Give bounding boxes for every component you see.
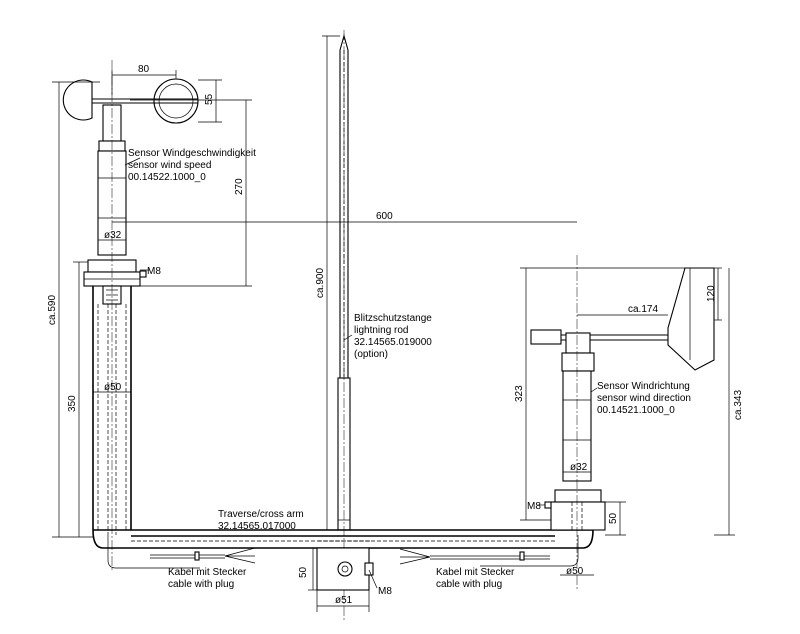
dim-rod-height: ca.900 <box>315 268 326 298</box>
wind-speed-sensor <box>62 60 199 570</box>
label-thread-left: M8 <box>147 266 161 277</box>
label-lightning-rod-4: (option) <box>354 349 388 360</box>
wind-direction-sensor <box>530 255 715 590</box>
dim-lower-left: 350 <box>67 395 78 412</box>
dim-arm-length: 600 <box>376 211 393 222</box>
dim-pole-diameter-right: ø32 <box>570 462 588 473</box>
label-wind-speed-2: sensor wind speed <box>128 160 211 171</box>
dimension-lines <box>52 35 735 612</box>
dim-vane-height: 120 <box>706 285 717 302</box>
labels: Sensor Windgeschwindigkeit sensor wind s… <box>128 148 691 597</box>
dim-sensor-height: 270 <box>234 178 245 195</box>
dim-mount-diameter-left: ø50 <box>104 382 122 393</box>
label-wind-speed-1: Sensor Windgeschwindigkeit <box>128 148 256 159</box>
dim-cup-spacing: 80 <box>138 64 150 75</box>
label-cross-arm-2: 32.14565.017000 <box>218 521 296 532</box>
label-cable-left-1: Kabel mit Stecker <box>168 567 247 578</box>
label-lightning-rod-1: Blitzschutzstange <box>354 313 432 324</box>
label-thread-center: M8 <box>378 586 392 597</box>
dim-mount-diameter-right: ø50 <box>566 566 584 577</box>
label-wind-direction-3: 00.14521.1000_0 <box>597 405 675 416</box>
dim-overall-right: ca.343 <box>733 390 744 420</box>
label-lightning-rod-3: 32.14565.019000 <box>354 337 432 348</box>
lightning-rod <box>337 30 351 620</box>
dim-center-block-height: 50 <box>298 566 309 578</box>
anemometer-cup-right <box>153 78 199 124</box>
label-cable-left-2: cable with plug <box>168 579 234 590</box>
dim-center-block-diameter: ø51 <box>335 595 353 606</box>
label-cable-right-1: Kabel mit Stecker <box>436 567 515 578</box>
label-wind-speed-3: 00.14522.1000_0 <box>128 172 206 183</box>
dim-base-height-right: 50 <box>608 512 619 524</box>
label-wind-direction-2: sensor wind direction <box>597 393 691 404</box>
label-thread-right: M8 <box>527 501 541 512</box>
dim-dir-sensor-height: 323 <box>514 385 525 402</box>
label-lightning-rod-2: lightning rod <box>354 325 408 336</box>
label-cross-arm-1: Traverse/cross arm <box>218 509 304 520</box>
label-cable-right-2: cable with plug <box>436 579 502 590</box>
cross-arm <box>92 529 594 591</box>
dim-vane-length: ca.174 <box>628 304 658 315</box>
label-wind-direction-1: Sensor Windrichtung <box>597 381 690 392</box>
anemometer-cup-left <box>62 79 93 121</box>
dim-cup-height: 55 <box>204 93 215 105</box>
dim-pole-diameter-left: ø32 <box>104 230 122 241</box>
dimension-texts: 80 55 270 600 ø32 ø50 ca.590 350 ca.900 … <box>47 64 744 606</box>
dim-overall-left: ca.590 <box>47 295 58 325</box>
